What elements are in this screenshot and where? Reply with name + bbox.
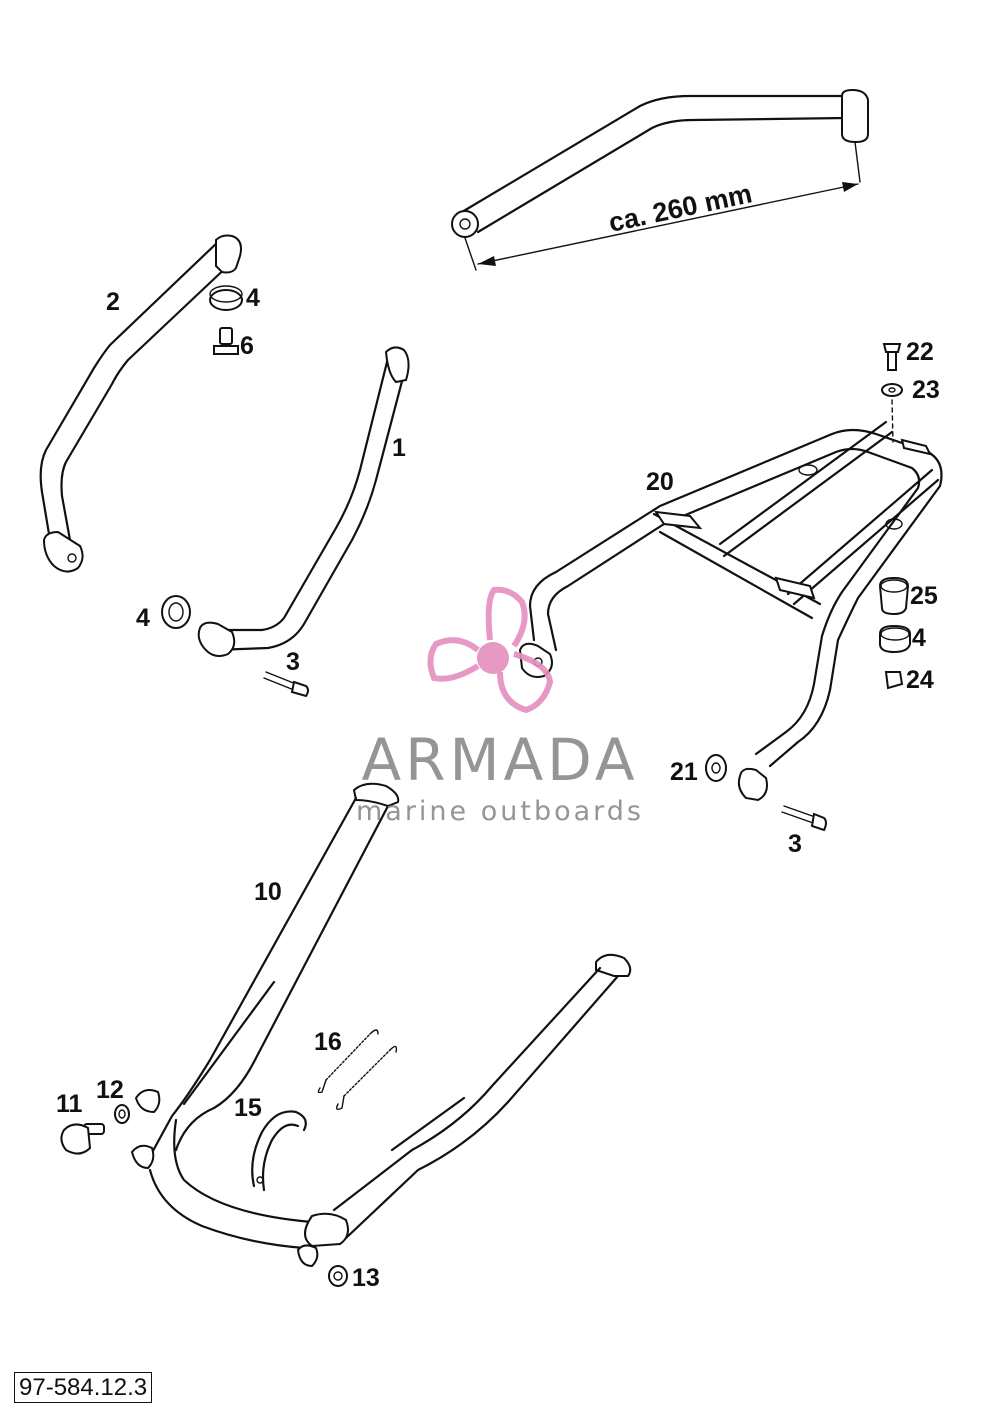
callout-1: 1 bbox=[392, 434, 406, 462]
dimension-line: ca. 260 mm bbox=[477, 178, 859, 266]
callout-10: 10 bbox=[254, 878, 282, 906]
watermark-subtitle: marine outboards bbox=[356, 796, 644, 827]
part-23-washer bbox=[881, 383, 903, 397]
callout-2: 2 bbox=[106, 288, 120, 316]
dimension-reference-bar bbox=[451, 88, 869, 271]
callout-23: 23 bbox=[912, 376, 940, 404]
part-25-rubber-bushing bbox=[878, 576, 910, 616]
callout-20: 20 bbox=[646, 468, 674, 496]
callout-25: 25 bbox=[910, 582, 938, 610]
part-11-rubber-stop bbox=[60, 1123, 105, 1155]
callout-22: 22 bbox=[906, 338, 934, 366]
armada-watermark: ARMADA marine outboards bbox=[356, 586, 644, 827]
watermark-title: ARMADA bbox=[361, 726, 638, 794]
callout-16: 16 bbox=[314, 1028, 342, 1056]
part-24-nut bbox=[884, 671, 904, 690]
callout-3-left: 3 bbox=[286, 648, 300, 676]
callout-21: 21 bbox=[670, 758, 698, 786]
part-20-luggage-rack bbox=[518, 420, 943, 802]
dimension-text: ca. 260 mm bbox=[606, 178, 755, 238]
part-3-screw-right bbox=[781, 805, 827, 832]
part-4-bushing-right bbox=[879, 624, 911, 654]
callout-12: 12 bbox=[96, 1076, 124, 1104]
part-21-washer bbox=[705, 754, 727, 782]
part-10-center-stand bbox=[130, 782, 632, 1268]
part-22-screw bbox=[882, 343, 902, 371]
part-16-springs bbox=[317, 1029, 398, 1111]
callout-11: 11 bbox=[56, 1090, 83, 1118]
callout-4-left: 4 bbox=[136, 604, 150, 632]
part-15-spring-hook bbox=[251, 1110, 307, 1192]
part-12-nut bbox=[114, 1104, 130, 1124]
callout-4-right: 4 bbox=[912, 624, 926, 652]
part-13-nut bbox=[328, 1265, 348, 1287]
part-2-handle bbox=[39, 234, 242, 573]
callout-13: 13 bbox=[352, 1264, 380, 1292]
callout-3-right: 3 bbox=[788, 830, 802, 858]
part-6-screw bbox=[213, 327, 239, 355]
callout-24: 24 bbox=[906, 666, 934, 694]
part-4-bushing-upper bbox=[209, 285, 243, 311]
callout-4-upper: 4 bbox=[246, 284, 260, 312]
callout-15: 15 bbox=[234, 1094, 262, 1122]
callout-6: 6 bbox=[240, 332, 254, 360]
document-number: 97-584.12.3 bbox=[14, 1372, 153, 1403]
propeller-logo-icon bbox=[427, 586, 554, 714]
part-3-screw-left bbox=[263, 671, 309, 698]
part-4-bushing-left bbox=[161, 595, 191, 629]
part-1-handle bbox=[197, 346, 410, 657]
